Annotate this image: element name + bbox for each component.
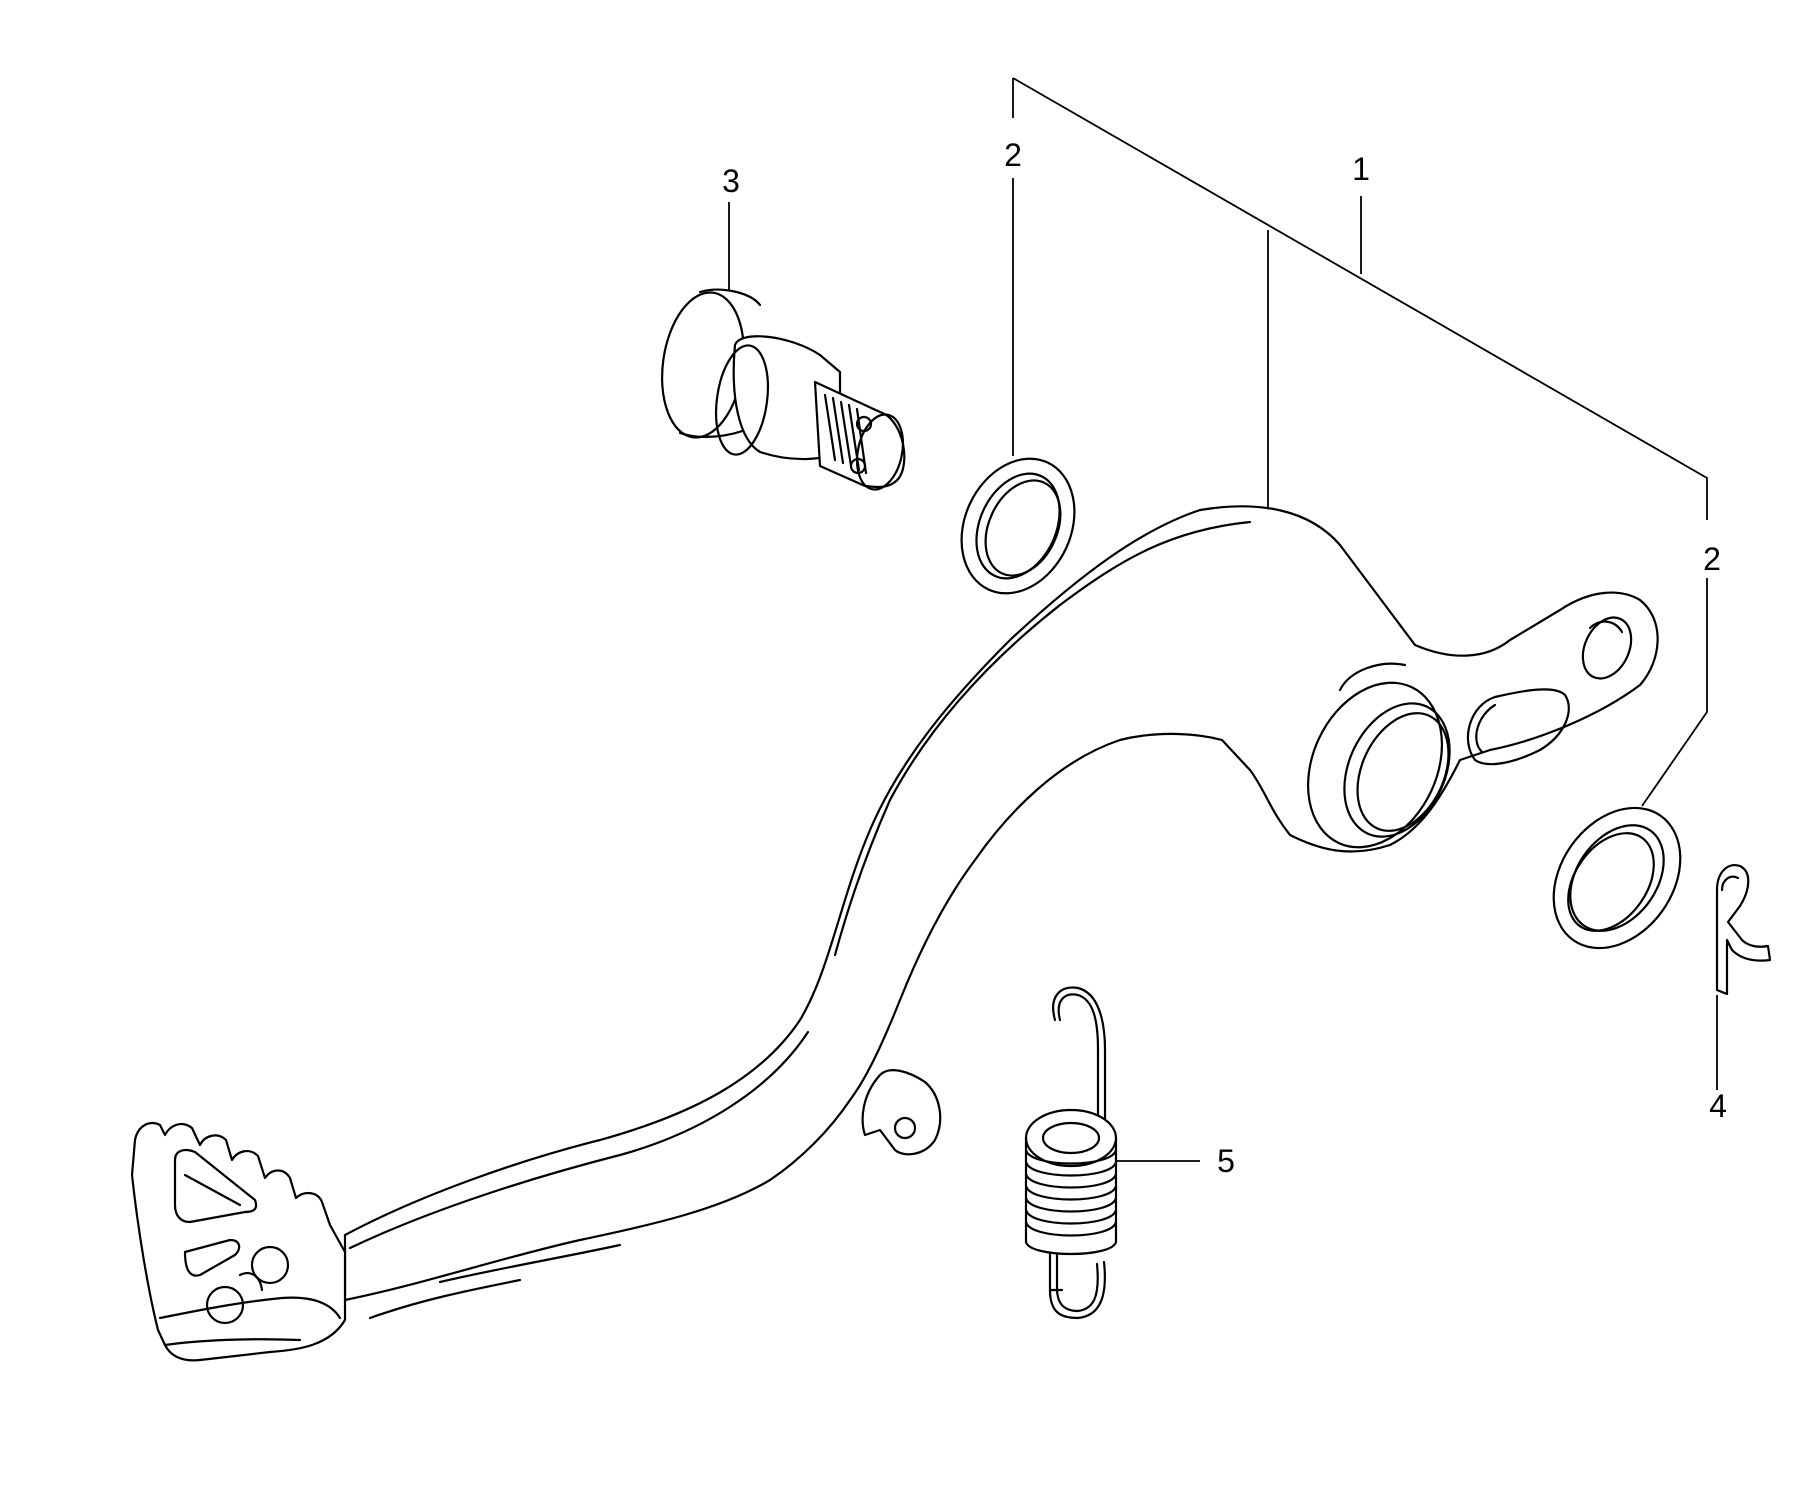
callout-4: 4	[1709, 1088, 1727, 1124]
washer-left-drawing	[960, 457, 1076, 595]
bracket-line-top	[1012, 77, 1708, 520]
leader-2-right	[1641, 578, 1708, 807]
callout-labels: 1 2 2 3 4 5	[722, 137, 1727, 1179]
callout-5: 5	[1217, 1143, 1235, 1179]
washer-right-drawing	[1552, 806, 1682, 950]
brake-pedal-drawing	[130, 505, 1659, 1362]
callout-2-right: 2	[1703, 541, 1721, 577]
spring-coils	[1024, 1148, 1118, 1237]
pivot-bolt-drawing	[661, 288, 906, 491]
callout-1: 1	[1352, 151, 1370, 187]
leader-lines	[728, 77, 1718, 1162]
cotter-pin-drawing	[1715, 864, 1772, 996]
callout-3: 3	[722, 163, 740, 199]
callout-2-left: 2	[1004, 137, 1022, 173]
return-spring-drawing	[1024, 986, 1118, 1320]
